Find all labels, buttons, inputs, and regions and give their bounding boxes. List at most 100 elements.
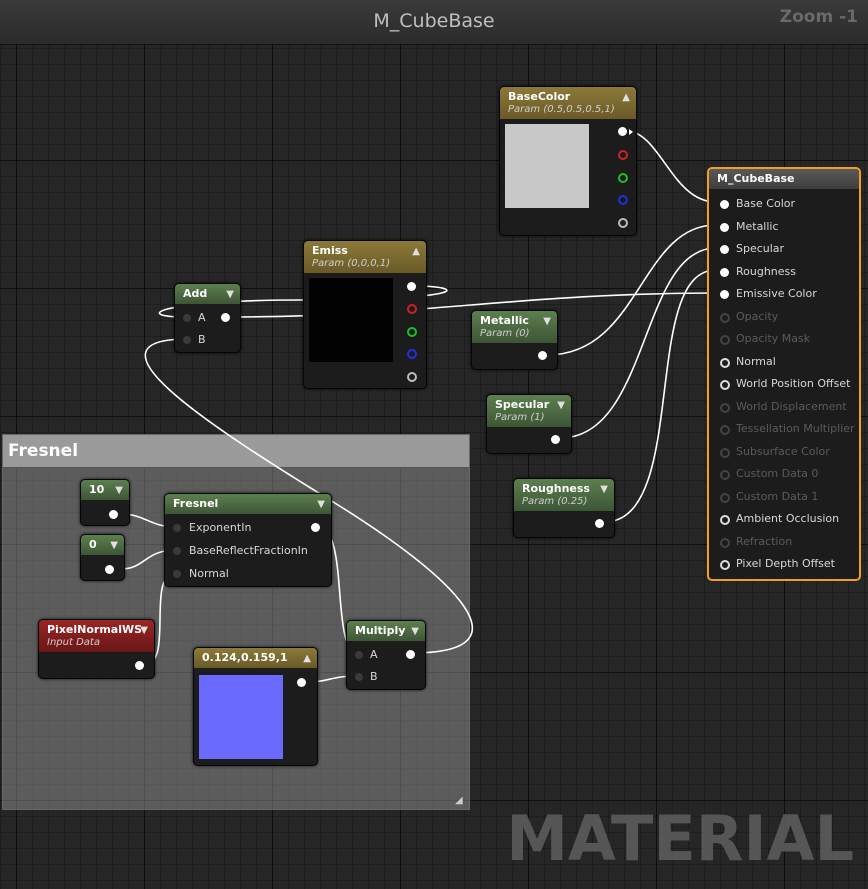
node-title: Roughness bbox=[522, 482, 590, 495]
node-title: Emiss bbox=[312, 244, 348, 257]
node-add[interactable]: Add ▼ A B bbox=[174, 283, 241, 353]
collapse-icon[interactable]: ▼ bbox=[411, 626, 419, 637]
node-title: PixelNormalWS bbox=[47, 623, 143, 636]
output-pin-rgb[interactable] bbox=[407, 282, 416, 291]
result-input-pin[interactable] bbox=[720, 402, 730, 413]
node-specular[interactable]: Specular Param (1) ▼ bbox=[486, 394, 572, 454]
node-constant-0[interactable]: 0 ▼ bbox=[80, 534, 125, 581]
output-pin-b[interactable] bbox=[407, 349, 417, 359]
node-roughness[interactable]: Roughness Param (0.25) ▼ bbox=[513, 478, 615, 538]
result-input-label: Base Color bbox=[736, 197, 796, 210]
output-pin[interactable] bbox=[135, 661, 144, 670]
collapse-icon[interactable]: ▼ bbox=[226, 289, 234, 300]
result-input-pin[interactable] bbox=[720, 447, 730, 458]
collapse-icon[interactable]: ▼ bbox=[140, 625, 148, 636]
input-pin-b[interactable] bbox=[183, 336, 191, 344]
output-pin-rgb[interactable] bbox=[618, 127, 627, 136]
input-pin-basereflect[interactable] bbox=[173, 547, 181, 555]
result-input-pin[interactable] bbox=[720, 222, 729, 232]
node-subtitle: Param (0) bbox=[480, 328, 530, 339]
resize-grip-icon[interactable]: ◢ bbox=[455, 795, 463, 806]
node-header[interactable]: M_CubeBase bbox=[709, 169, 859, 189]
node-header[interactable]: 10 ▼ bbox=[81, 480, 129, 500]
collapse-icon[interactable]: ▼ bbox=[115, 485, 123, 496]
output-pin[interactable] bbox=[595, 519, 604, 528]
node-header[interactable]: BaseColor Param (0.5,0.5,0.5,1) ▲ bbox=[500, 87, 636, 119]
result-input-pin[interactable] bbox=[720, 312, 730, 323]
node-header[interactable]: 0 ▼ bbox=[81, 535, 124, 555]
node-emiss[interactable]: Emiss Param (0,0,0,1) ▲ bbox=[303, 240, 427, 389]
node-multiply[interactable]: Multiply ▼ A B bbox=[346, 620, 426, 690]
node-header[interactable]: Fresnel ▼ bbox=[165, 494, 331, 514]
output-pin-r[interactable] bbox=[618, 150, 628, 160]
output-arrow-icon bbox=[629, 129, 633, 135]
output-pin-a[interactable] bbox=[618, 218, 628, 228]
collapse-icon[interactable]: ▼ bbox=[600, 484, 608, 495]
node-subtitle: Input Data bbox=[47, 637, 100, 648]
result-input-pin[interactable] bbox=[720, 245, 729, 254]
input-pin-normal[interactable] bbox=[173, 570, 181, 578]
collapse-icon[interactable]: ▲ bbox=[303, 653, 311, 664]
collapse-icon[interactable]: ▼ bbox=[317, 499, 325, 510]
result-input-pin[interactable] bbox=[720, 515, 730, 525]
node-constant-10[interactable]: 10 ▼ bbox=[80, 479, 130, 526]
output-pin-r[interactable] bbox=[407, 304, 417, 314]
output-pin[interactable] bbox=[297, 678, 306, 687]
result-input-pin[interactable] bbox=[720, 200, 729, 209]
result-input-pin[interactable] bbox=[720, 290, 729, 299]
graph-title-bar: M_CubeBase Zoom -1 bbox=[0, 0, 868, 45]
graph-title: M_CubeBase bbox=[373, 10, 495, 32]
output-pin-a[interactable] bbox=[407, 372, 417, 382]
result-input-pin[interactable] bbox=[720, 357, 730, 368]
comment-header[interactable]: Fresnel bbox=[3, 435, 469, 468]
collapse-icon[interactable]: ▼ bbox=[110, 540, 118, 551]
node-header[interactable]: Metallic Param (0) ▼ bbox=[472, 311, 557, 343]
node-header[interactable]: Add ▼ bbox=[175, 284, 240, 304]
output-pin[interactable] bbox=[406, 650, 415, 659]
output-pin[interactable] bbox=[221, 313, 230, 322]
output-pin[interactable] bbox=[551, 435, 560, 444]
node-constant3-color[interactable]: 0.124,0.159,1 ▲ bbox=[193, 647, 318, 766]
collapse-icon[interactable]: ▼ bbox=[557, 400, 565, 411]
output-pin[interactable] bbox=[109, 510, 118, 519]
output-pin-g[interactable] bbox=[407, 327, 417, 337]
node-header[interactable]: Multiply ▼ bbox=[347, 621, 425, 641]
result-input-pin[interactable] bbox=[720, 425, 730, 435]
node-title: Metallic bbox=[480, 314, 529, 327]
input-pin-exponent[interactable] bbox=[173, 524, 181, 532]
output-pin-b[interactable] bbox=[618, 195, 628, 205]
result-input-pin[interactable] bbox=[720, 380, 730, 390]
node-fresnel[interactable]: Fresnel ▼ ExponentIn BaseReflectFraction… bbox=[164, 493, 332, 587]
node-pixelnormalws[interactable]: PixelNormalWS Input Data ▼ bbox=[38, 619, 155, 679]
result-input-pin[interactable] bbox=[720, 560, 730, 570]
collapse-icon[interactable]: ▲ bbox=[412, 246, 420, 257]
result-input-pin[interactable] bbox=[720, 267, 729, 277]
node-header[interactable]: Emiss Param (0,0,0,1) ▲ bbox=[304, 241, 426, 273]
wire-basecolor-to-basecolor bbox=[625, 130, 717, 203]
output-pin-g[interactable] bbox=[618, 173, 628, 183]
output-pin[interactable] bbox=[311, 523, 320, 532]
node-header[interactable]: Roughness Param (0.25) ▼ bbox=[514, 479, 614, 511]
result-input-label: World Displacement bbox=[736, 399, 847, 413]
collapse-icon[interactable]: ▼ bbox=[543, 316, 551, 327]
collapse-icon[interactable]: ▲ bbox=[622, 92, 630, 103]
pin-label-b: B bbox=[198, 333, 206, 346]
node-subtitle: Param (1) bbox=[495, 412, 545, 423]
result-input-pin[interactable] bbox=[720, 492, 730, 503]
node-metallic[interactable]: Metallic Param (0) ▼ bbox=[471, 310, 558, 370]
node-header[interactable]: PixelNormalWS Input Data ▼ bbox=[39, 620, 154, 652]
result-input-pin[interactable] bbox=[720, 470, 730, 480]
result-input-label: Refraction bbox=[736, 534, 793, 548]
input-pin-a[interactable] bbox=[355, 651, 363, 659]
output-pin[interactable] bbox=[538, 351, 547, 360]
input-pin-a[interactable] bbox=[183, 314, 191, 322]
input-pin-b[interactable] bbox=[355, 673, 363, 681]
node-header[interactable]: 0.124,0.159,1 ▲ bbox=[194, 648, 317, 668]
result-input-pin[interactable] bbox=[720, 335, 730, 345]
output-pin[interactable] bbox=[105, 565, 114, 574]
node-header[interactable]: Specular Param (1) ▼ bbox=[487, 395, 571, 427]
result-input-pin[interactable] bbox=[720, 537, 730, 548]
node-basecolor[interactable]: BaseColor Param (0.5,0.5,0.5,1) ▲ bbox=[499, 86, 637, 236]
